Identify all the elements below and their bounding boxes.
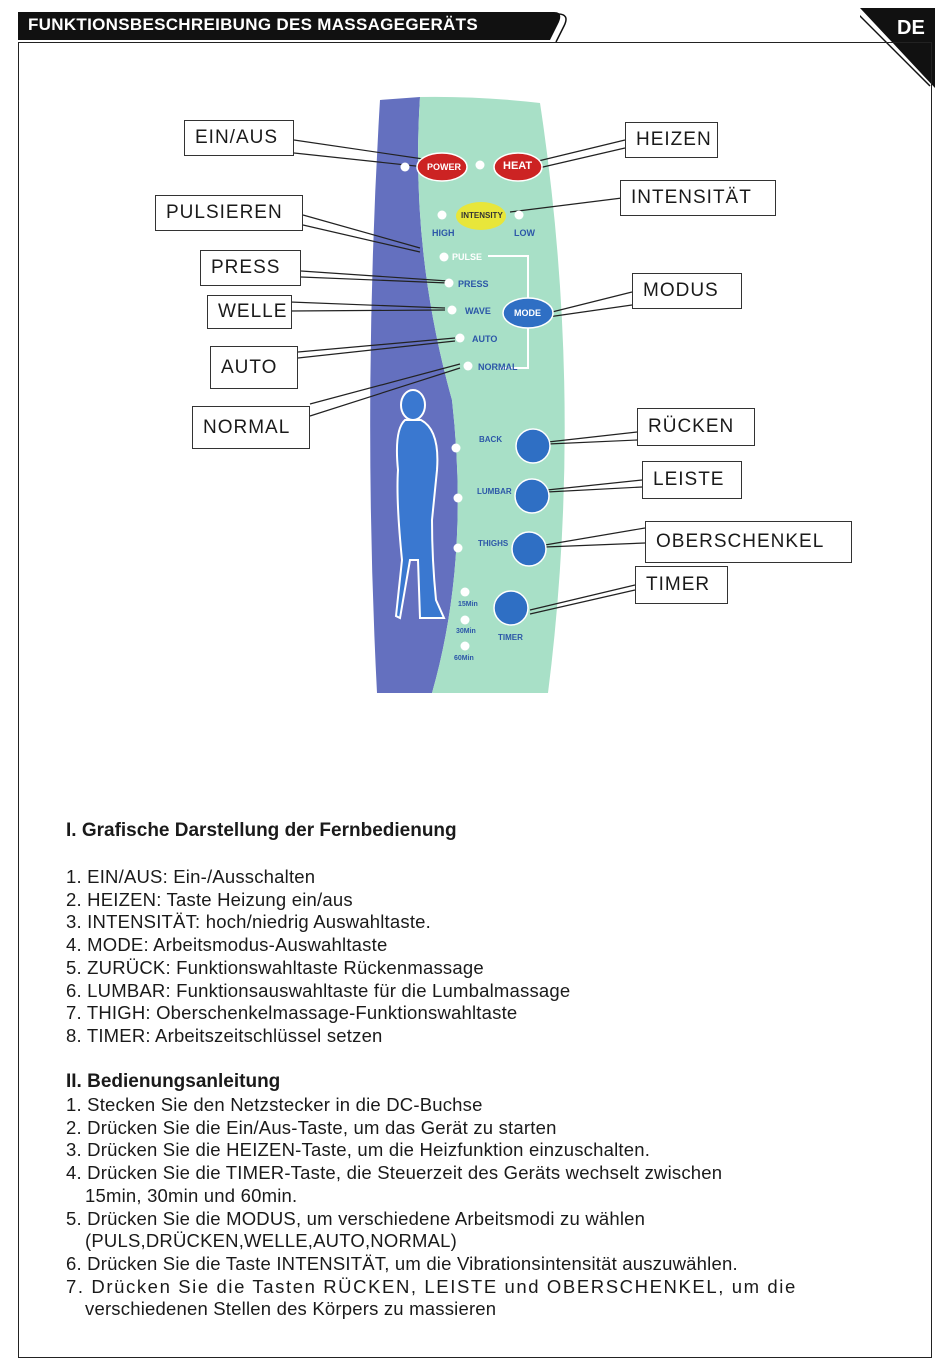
pulse-label: PULSE — [452, 252, 483, 262]
thighs-button-shape — [511, 531, 547, 567]
section2-item: 2. Drücken Sie die Ein/Aus-Taste, um das… — [66, 1116, 557, 1138]
heat-button[interactable]: HEAT — [503, 160, 533, 172]
callout-pulsieren: PULSIEREN — [155, 195, 303, 231]
indicator-dots — [400, 160, 524, 651]
heat-button-shape — [493, 152, 543, 182]
section2-item: 1. Stecken Sie den Netzstecker in die DC… — [66, 1094, 483, 1115]
power-button[interactable]: POWER — [427, 162, 462, 172]
intensity-button[interactable]: INTENSITY — [461, 211, 503, 220]
timer-label: TIMER — [498, 633, 523, 642]
section1-item: 2. HEIZEN: Taste Heizung ein/aus — [66, 888, 353, 910]
callout-normal: NORMAL — [192, 406, 310, 449]
section1-list: 1. EIN/AUS: Ein-/Ausschalten 2. HEIZEN: … — [66, 866, 570, 1048]
callout-heizen: HEIZEN — [625, 122, 718, 158]
lumbar-button-shape — [514, 478, 550, 514]
section2-item: 6. Drücken Sie die Taste INTENSITÄT, um … — [66, 1252, 738, 1274]
callout-ein-aus: EIN/AUS — [184, 120, 294, 156]
section1-item: 1. EIN/AUS: Ein-/Ausschalten — [66, 866, 316, 887]
section1-title: I. Grafische Darstellung der Fernbedienu… — [66, 820, 457, 841]
power-button-shape — [416, 152, 468, 182]
section1-item: 4. MODE: Arbeitsmodus-Auswahltaste — [66, 934, 388, 956]
language-badge-shape — [860, 8, 935, 88]
header-title: FUNKTIONSBESCHREIBUNG DES MASSAGEGERÄTS — [28, 15, 478, 34]
section2-item: 15min, 30min und 60min. — [85, 1184, 298, 1206]
section1-item: 6. LUMBAR: Funktionsauswahltaste für die… — [66, 979, 571, 1001]
mode-button-shape — [502, 297, 554, 329]
callout-welle: WELLE — [207, 295, 292, 329]
section1-item: 7. THIGH: Oberschenkelmassage-Funktionsw… — [66, 1002, 518, 1024]
remote-illustration — [289, 96, 646, 693]
back-button-shape — [515, 428, 551, 464]
section2-list: 1. Stecken Sie den Netzstecker in die DC… — [66, 1094, 797, 1321]
callout-timer: TIMER — [635, 566, 728, 604]
lumbar-label: LUMBAR — [477, 487, 512, 496]
language-badge: DE — [897, 17, 925, 39]
timer-60min-label: 60Min — [454, 655, 474, 662]
section1-item: 8. TIMER: Arbeitszeitschlüssel setzen — [66, 1024, 383, 1046]
leader-lines — [289, 139, 646, 615]
section2-item: 3. Drücken Sie die HEIZEN-Taste, um die … — [66, 1139, 651, 1161]
timer-button-shape — [493, 590, 529, 626]
press-label: PRESS — [458, 279, 489, 289]
wave-label: WAVE — [465, 306, 491, 316]
callout-oberschenkel: OBERSCHENKEL — [645, 521, 852, 563]
intensity-button-shape — [456, 202, 506, 230]
section2-item: (PULS,DRÜCKEN,WELLE,AUTO,NORMAL) — [85, 1230, 458, 1252]
section1-item: 5. ZURÜCK: Funktionswahltaste Rückenmass… — [66, 956, 484, 978]
callout-modus: MODUS — [632, 273, 742, 309]
callout-ruecken: RÜCKEN — [637, 408, 755, 446]
normal-label: NORMAL — [478, 362, 518, 372]
timer-30min-label: 30Min — [456, 628, 476, 635]
callout-press: PRESS — [200, 250, 301, 286]
callout-auto: AUTO — [210, 346, 298, 389]
callout-leiste: LEISTE — [642, 461, 742, 499]
section2-item: verschiedenen Stellen des Körpers zu mas… — [85, 1298, 497, 1320]
section1-item: 3. INTENSITÄT: hoch/niedrig Auswahltaste… — [66, 911, 432, 933]
page-header: FUNKTIONSBESCHREIBUNG DES MASSAGEGERÄTS — [18, 10, 567, 42]
section2-title: II. Bedienungsanleitung — [66, 1071, 281, 1092]
thighs-label: THIGHS — [478, 539, 509, 548]
body-silhouette-icon — [394, 389, 446, 620]
auto-label: AUTO — [472, 334, 498, 344]
header-banner — [18, 12, 567, 42]
high-label: HIGH — [432, 228, 455, 238]
back-label: BACK — [479, 435, 503, 444]
section2-item: 5. Drücken Sie die MODUS, um verschieden… — [66, 1207, 646, 1229]
timer-15min-label: 15Min — [458, 601, 478, 608]
low-label: LOW — [514, 228, 535, 238]
mode-button[interactable]: MODE — [514, 308, 541, 318]
page-frame — [18, 42, 932, 1358]
section2-item: 4. Drücken Sie die TIMER-Taste, die Steu… — [66, 1162, 723, 1184]
section2-item: 7. Drücken Sie die Tasten RÜCKEN, LEISTE… — [66, 1275, 797, 1297]
callout-intensitaet: INTENSITÄT — [620, 180, 776, 216]
